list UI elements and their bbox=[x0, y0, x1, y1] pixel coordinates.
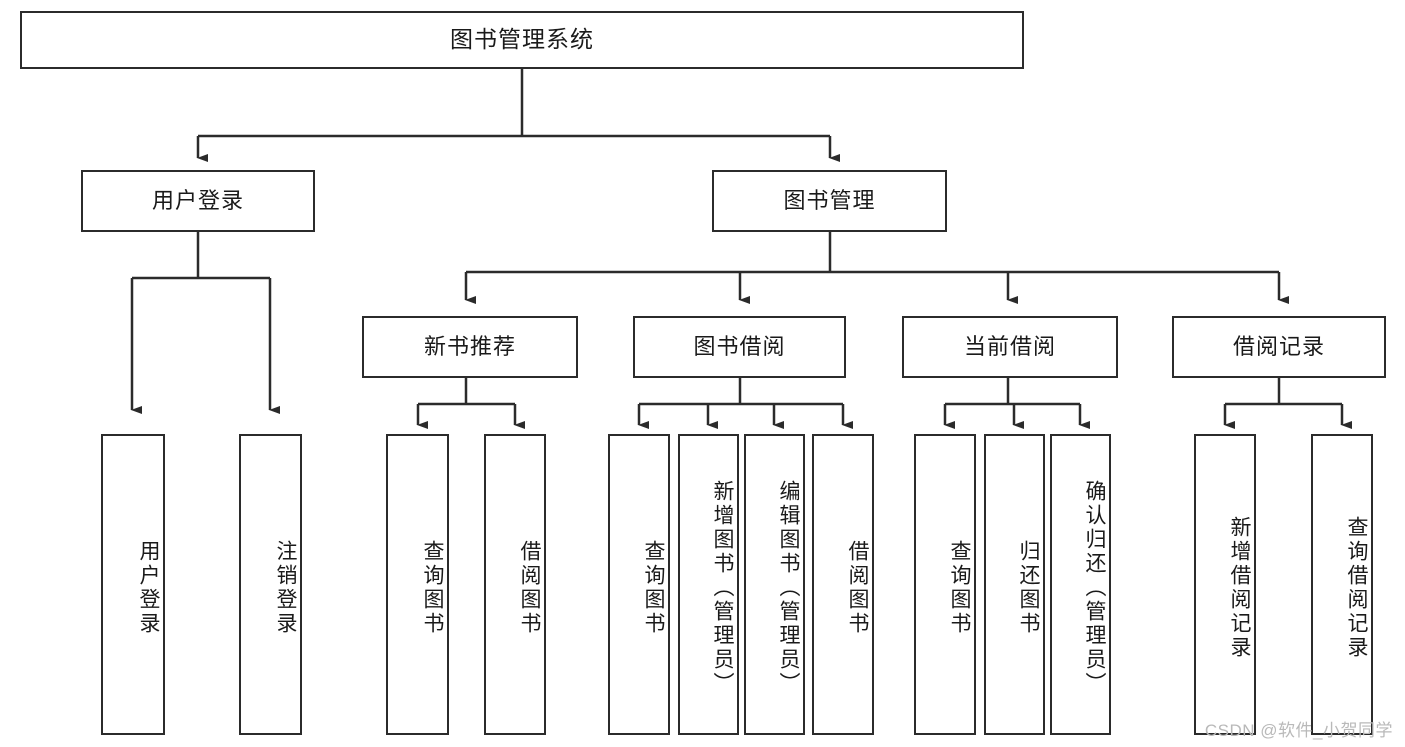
node-label: 新增图书（管理员） bbox=[711, 479, 734, 696]
node-label: 查询图书 bbox=[948, 539, 971, 636]
node-label: 当前借阅 bbox=[963, 333, 1056, 359]
node-user-login[interactable]: 用户登录 bbox=[81, 170, 315, 232]
node-label: 归还图书 bbox=[1017, 539, 1040, 636]
node-leaf-book-borrow-add[interactable]: 新增图书（管理员） bbox=[678, 434, 739, 735]
node-label: 编辑图书（管理员） bbox=[777, 479, 800, 696]
node-label: 用户登录 bbox=[137, 539, 160, 636]
node-label: 图书管理 bbox=[783, 187, 876, 213]
node-leaf-borrow-record-query[interactable]: 查询借阅记录 bbox=[1311, 434, 1373, 735]
node-label: 用户登录 bbox=[151, 187, 244, 213]
node-leaf-new-book-query[interactable]: 查询图书 bbox=[386, 434, 449, 735]
node-label: 查询图书 bbox=[642, 539, 665, 636]
node-label: 借阅记录 bbox=[1232, 333, 1325, 359]
node-label: 查询图书 bbox=[421, 539, 444, 636]
node-label: 图书借阅 bbox=[693, 333, 786, 359]
node-borrow-record[interactable]: 借阅记录 bbox=[1172, 316, 1386, 378]
node-book-borrow[interactable]: 图书借阅 bbox=[633, 316, 846, 378]
node-label: 图书管理系统 bbox=[450, 26, 594, 53]
node-leaf-book-borrow-query[interactable]: 查询图书 bbox=[608, 434, 670, 735]
node-label: 新书推荐 bbox=[423, 333, 516, 359]
node-label: 新增借阅记录 bbox=[1228, 515, 1251, 660]
node-leaf-current-borrow-confirm[interactable]: 确认归还（管理员） bbox=[1050, 434, 1111, 735]
node-leaf-current-borrow-return[interactable]: 归还图书 bbox=[984, 434, 1045, 735]
node-leaf-new-book-borrow[interactable]: 借阅图书 bbox=[484, 434, 546, 735]
node-label: 查询借阅记录 bbox=[1345, 515, 1368, 660]
node-book-management[interactable]: 图书管理 bbox=[712, 170, 947, 232]
node-label: 确认归还（管理员） bbox=[1083, 479, 1106, 696]
node-leaf-user-login-signout[interactable]: 注销登录 bbox=[239, 434, 302, 735]
watermark: CSDN @软件_小贺同学 bbox=[1204, 721, 1393, 740]
node-label: 借阅图书 bbox=[846, 539, 869, 636]
node-leaf-book-borrow-lend[interactable]: 借阅图书 bbox=[812, 434, 874, 735]
node-leaf-user-login-signin[interactable]: 用户登录 bbox=[101, 434, 165, 735]
node-label: 借阅图书 bbox=[518, 539, 541, 636]
node-leaf-book-borrow-edit[interactable]: 编辑图书（管理员） bbox=[744, 434, 805, 735]
node-leaf-borrow-record-add[interactable]: 新增借阅记录 bbox=[1194, 434, 1256, 735]
node-current-borrow[interactable]: 当前借阅 bbox=[902, 316, 1118, 378]
node-root-book-management-system[interactable]: 图书管理系统 bbox=[20, 11, 1024, 69]
node-label: 注销登录 bbox=[274, 539, 297, 636]
node-new-book-recommend[interactable]: 新书推荐 bbox=[362, 316, 578, 378]
node-leaf-current-borrow-query[interactable]: 查询图书 bbox=[914, 434, 976, 735]
